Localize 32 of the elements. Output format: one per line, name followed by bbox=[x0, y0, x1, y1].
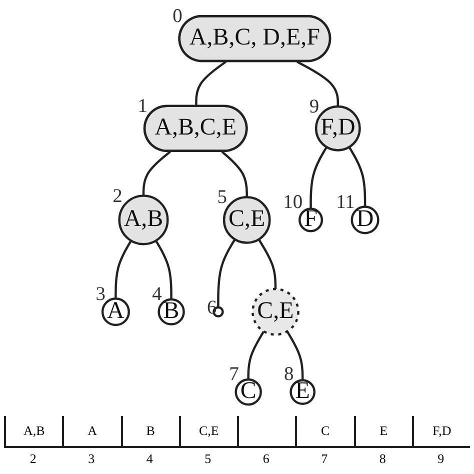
connector bbox=[221, 150, 248, 198]
node-circle: E bbox=[290, 379, 316, 405]
connector bbox=[217, 238, 236, 308]
table-cell: C,E bbox=[178, 416, 237, 448]
cell-index: 3 bbox=[87, 450, 96, 468]
cell-index: 8 bbox=[378, 450, 387, 468]
connector bbox=[114, 240, 132, 299]
table-cell: F,D bbox=[412, 416, 470, 448]
connector bbox=[310, 146, 328, 209]
connector bbox=[296, 60, 340, 107]
node-circle: C,E bbox=[252, 288, 300, 336]
cell-index: 6 bbox=[262, 450, 270, 468]
connector bbox=[154, 240, 172, 300]
connector bbox=[258, 238, 277, 289]
node-circle: F bbox=[298, 208, 324, 232]
table-cell: C bbox=[295, 416, 354, 448]
node-circle: C bbox=[234, 378, 262, 406]
table-cell: A,B bbox=[4, 416, 62, 448]
connector bbox=[195, 60, 227, 107]
cell-index: 4 bbox=[145, 450, 154, 468]
connector bbox=[247, 330, 265, 380]
cell-index: 7 bbox=[320, 450, 329, 468]
cell-index: 5 bbox=[204, 450, 212, 468]
cell-index: 9 bbox=[436, 450, 446, 468]
connector bbox=[348, 146, 366, 207]
table-cell: B bbox=[120, 416, 179, 448]
table-cell: A bbox=[62, 416, 120, 448]
table-cell: E bbox=[354, 416, 412, 448]
cell-index: 2 bbox=[28, 450, 38, 468]
connector bbox=[286, 330, 304, 380]
node-number: 6 bbox=[207, 297, 217, 318]
connector bbox=[142, 150, 171, 196]
